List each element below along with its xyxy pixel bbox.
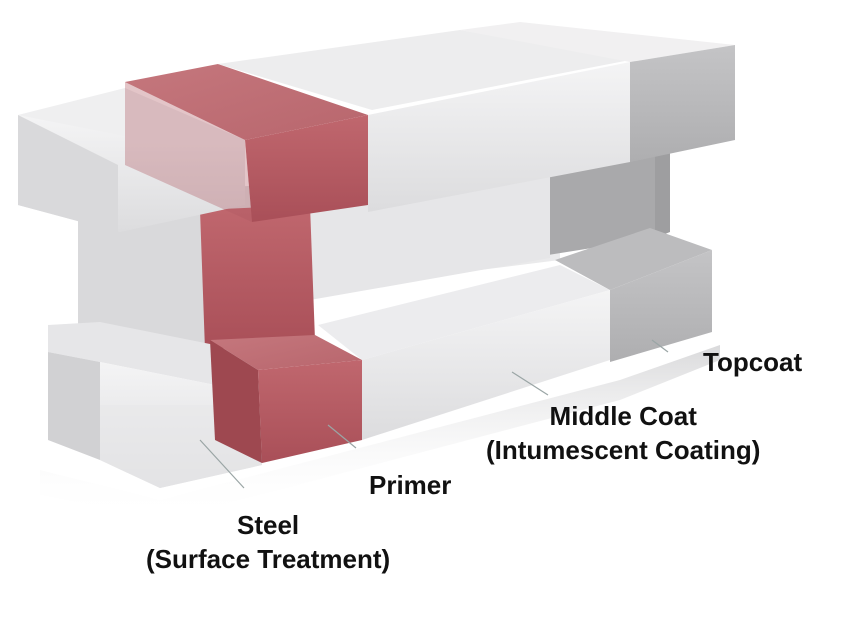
middle-top-surface <box>218 30 630 110</box>
topcoat-top-front <box>630 45 735 162</box>
label-primer-text: Primer <box>369 470 452 500</box>
topcoat-bottom-top <box>555 228 712 290</box>
middle-bottom-top <box>318 265 610 360</box>
label-steel-subtitle: (Surface Treatment) <box>146 544 391 574</box>
steel-web <box>78 210 205 350</box>
topcoat-web-side <box>655 146 670 238</box>
label-middle-coat-title: Middle Coat <box>549 401 697 431</box>
leader-topcoat <box>651 339 669 353</box>
primer-bottom-top <box>210 335 362 370</box>
primer-web <box>200 205 315 350</box>
label-primer: Primer <box>369 468 451 502</box>
leader-middle-coat <box>511 371 549 396</box>
steel-bottom-left-side <box>48 352 100 460</box>
leader-primer <box>327 424 357 449</box>
steel-bottom-flange-top <box>48 322 215 385</box>
leader-steel <box>199 439 245 489</box>
ground-shadow <box>40 345 720 520</box>
primer-bottom-side <box>210 340 262 463</box>
topcoat-bottom-front <box>610 250 712 362</box>
label-steel-title: Steel <box>237 510 300 540</box>
topcoat-top-surface <box>460 22 735 62</box>
label-middle-coat: Middle Coat (Intumescent Coating) <box>486 399 760 467</box>
steel-top-flange-side <box>18 115 118 232</box>
label-middle-coat-subtitle: (Intumescent Coating) <box>486 435 761 465</box>
middle-top-front <box>368 62 630 212</box>
primer-bottom-front <box>258 360 362 463</box>
primer-top-side <box>125 82 252 222</box>
label-steel: Steel (Surface Treatment) <box>146 508 390 576</box>
middle-bottom-front <box>362 290 610 440</box>
label-topcoat-text: Topcoat <box>703 347 803 377</box>
primer-top-surface <box>125 64 368 140</box>
label-topcoat: Topcoat <box>703 345 802 379</box>
topcoat-web <box>548 150 655 255</box>
primer-top-front <box>245 115 368 222</box>
